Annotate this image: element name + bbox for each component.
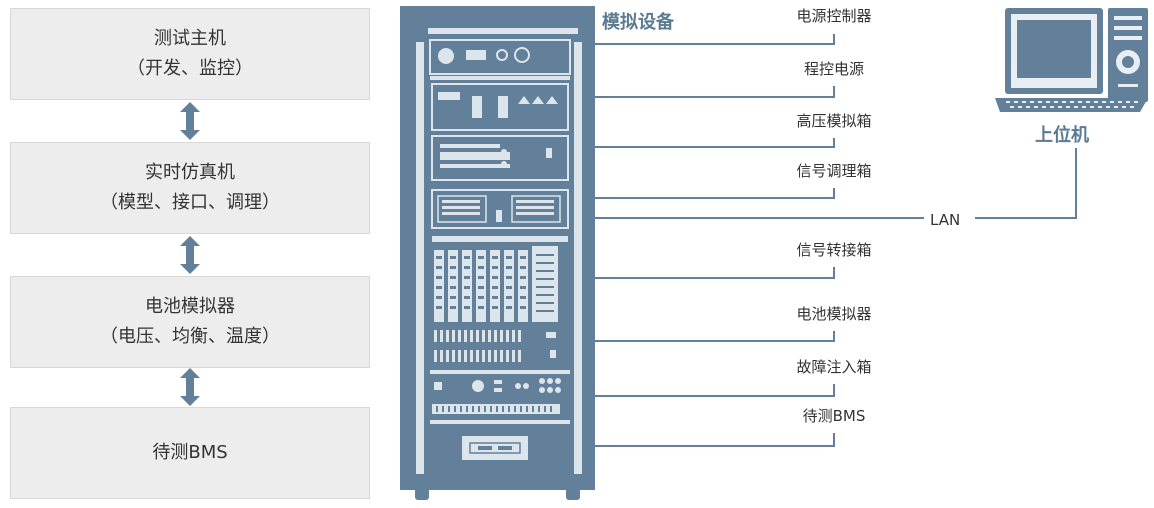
layer-title: 实时仿真机 [145, 162, 235, 183]
double-arrow-icon [180, 102, 200, 140]
rack-cabinet-icon [400, 6, 595, 500]
layer-subtitle: （模型、接口、调理） [100, 192, 280, 213]
layer-box-bms-under-test: 待测BMS [10, 407, 370, 499]
double-arrow-icon [180, 368, 200, 406]
desktop-computer-icon [995, 8, 1148, 112]
rack-title: 模拟设备 [602, 12, 674, 33]
layer-box-test-host: 测试主机 （开发、监控） [10, 8, 370, 100]
device-label-battery-simulator: 电池模拟器 [796, 305, 872, 323]
host-computer-label: 上位机 [1035, 125, 1089, 146]
layer-title: 待测BMS [152, 442, 228, 463]
layer-box-battery-simulator: 电池模拟器 （电压、均衡、温度） [10, 276, 370, 368]
device-label-hv-simulator-box: 高压模拟箱 [796, 112, 872, 130]
layer-title: 电池模拟器 [145, 296, 235, 317]
device-label-fault-injection-box: 故障注入箱 [796, 358, 872, 376]
layer-title: 测试主机 [154, 28, 226, 49]
lan-label: LAN [930, 211, 961, 229]
connection-lines [590, 34, 1077, 447]
layer-subtitle: （开发、监控） [127, 58, 253, 79]
layer-subtitle: （电压、均衡、温度） [100, 326, 280, 347]
device-label-signal-conditioning-box: 信号调理箱 [796, 162, 872, 180]
device-label-signal-breakout-box: 信号转接箱 [796, 241, 872, 259]
device-label-bms-under-test: 待测BMS [802, 407, 866, 425]
double-arrow-icon [180, 236, 200, 274]
device-label-programmable-power: 程控电源 [803, 60, 864, 78]
device-label-power-controller: 电源控制器 [796, 7, 872, 25]
layer-box-realtime-simulator: 实时仿真机 （模型、接口、调理） [10, 142, 370, 234]
